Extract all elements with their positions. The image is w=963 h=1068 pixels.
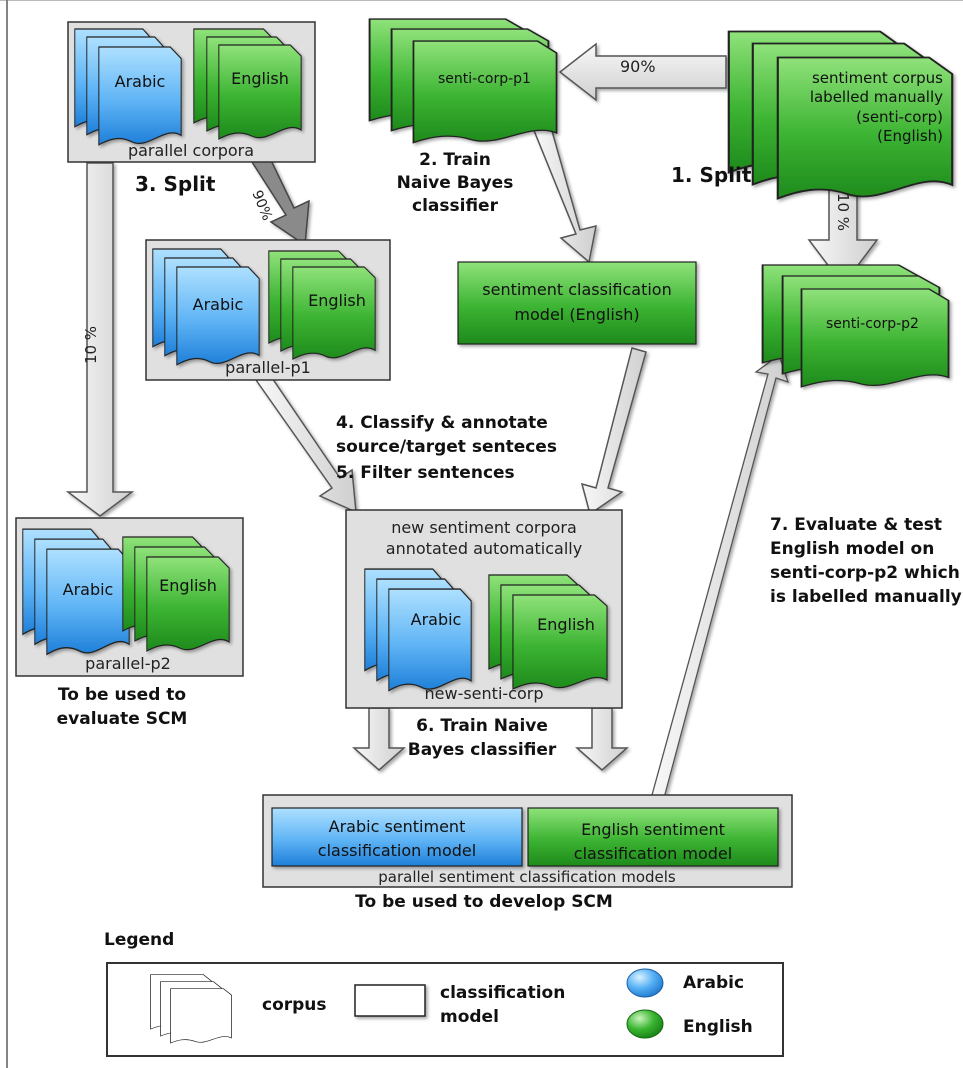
- parallel-corpora-panel: [67, 21, 316, 163]
- arrow-classify: [254, 370, 357, 514]
- parallel-p2-caption: parallel-p2: [85, 654, 171, 673]
- step-2-line1: 2. Train: [419, 150, 491, 170]
- new-senti-corp-panel: [345, 509, 623, 709]
- senti-corp-label-3: (senti-corp): [856, 108, 943, 126]
- parallel-p1-caption: parallel-p1: [225, 358, 311, 377]
- step-2-line3: classifier: [412, 196, 499, 216]
- parallel-p2-arabic: Arabic: [63, 580, 114, 599]
- parallel-models-note: To be used to develop SCM: [355, 892, 613, 912]
- step-1-split: 1. Split: [671, 163, 752, 187]
- arrow-train-nb: [531, 123, 597, 264]
- new-senti-corp-caption: new-senti-corp: [425, 684, 544, 703]
- legend-arabic-label: Arabic: [683, 973, 744, 993]
- legend-model-label-2: model: [440, 1007, 499, 1027]
- model-english-line1: sentiment classification: [482, 280, 671, 299]
- arrow-annotate: [580, 347, 647, 516]
- arabic-model-line2: classification model: [318, 841, 476, 860]
- parallel-corpora-caption: parallel corpora: [128, 141, 254, 160]
- percent-10-right: 10 %: [834, 193, 852, 231]
- step-4-line2: source/target senteces: [336, 437, 557, 457]
- model-english: [457, 261, 697, 345]
- percent-90-top: 90%: [620, 57, 656, 76]
- legend-corpus-label: corpus: [262, 995, 327, 1015]
- legend-english-label: English: [683, 1017, 753, 1037]
- legend-arabic-swatch: [626, 968, 664, 998]
- arrow-split-10-parallel: [65, 162, 135, 517]
- parallel-corpora-english: English: [231, 69, 289, 88]
- step-5-filter: 5. Filter sentences: [336, 463, 515, 483]
- legend-model-icon: [354, 984, 426, 1017]
- parallel-models-panel: [262, 794, 793, 888]
- step-7-line4: is labelled manually: [770, 587, 962, 607]
- parallel-p2-note-1: To be used to: [58, 685, 186, 705]
- parallel-p2-panel: [15, 517, 244, 677]
- parallel-p1-panel: [145, 239, 391, 381]
- new-senti-corp-arabic: Arabic: [411, 610, 462, 629]
- arabic-model-line1: Arabic sentiment: [329, 817, 466, 836]
- parallel-p1-english: English: [308, 291, 366, 310]
- percent-10-left: 10 %: [82, 326, 100, 364]
- step-2-line2: Naive Bayes: [397, 173, 514, 193]
- parallel-p1-arabic: Arabic: [193, 295, 244, 314]
- english-model-line1: English sentiment: [581, 820, 725, 839]
- step-7-line3: senti-corp-p2 which: [770, 563, 960, 583]
- arrow-split-90-parallel: [250, 152, 310, 247]
- step-6-line2: Bayes classifier: [408, 740, 557, 760]
- senti-corp-label-2: labelled manually: [810, 88, 943, 106]
- english-model-line2: classification model: [574, 844, 732, 863]
- parallel-p2-note-2: evaluate SCM: [57, 709, 188, 729]
- senti-corp-p1-label: senti-corp-p1: [438, 71, 531, 87]
- legend-model-label-1: classification: [440, 983, 565, 1003]
- parallel-p2-english: English: [159, 576, 217, 595]
- step-4-line1: 4. Classify & annotate: [336, 413, 548, 433]
- percent-90-rotated: 90%: [248, 188, 274, 223]
- arrow-train-english-model: [575, 707, 629, 771]
- legend-title: Legend: [104, 930, 174, 950]
- senti-corp-label-4: (English): [877, 127, 943, 145]
- legend-english-swatch: [626, 1009, 664, 1039]
- step-3-split: 3. Split: [135, 172, 216, 196]
- step-6-line1: 6. Train Naive: [416, 716, 548, 736]
- senti-corp-p2-label: senti-corp-p2: [826, 316, 919, 332]
- step-7-line1: 7. Evaluate & test: [770, 515, 942, 535]
- model-english-line2: model (English): [514, 305, 639, 324]
- parallel-models-caption: parallel sentiment classification models: [378, 868, 676, 886]
- arrow-split-90-top: [558, 42, 727, 102]
- arrow-evaluate: [651, 353, 790, 799]
- arrow-train-arabic-model: [352, 707, 406, 771]
- new-senti-corp-title-1: new sentiment corpora: [391, 518, 577, 537]
- parallel-corpora-arabic: Arabic: [115, 72, 166, 91]
- senti-corp-label-1: sentiment corpus: [812, 69, 943, 87]
- new-senti-corp-english: English: [537, 615, 595, 634]
- step-7-line2: English model on: [770, 539, 934, 559]
- new-senti-corp-title-2: annotated automatically: [386, 539, 582, 558]
